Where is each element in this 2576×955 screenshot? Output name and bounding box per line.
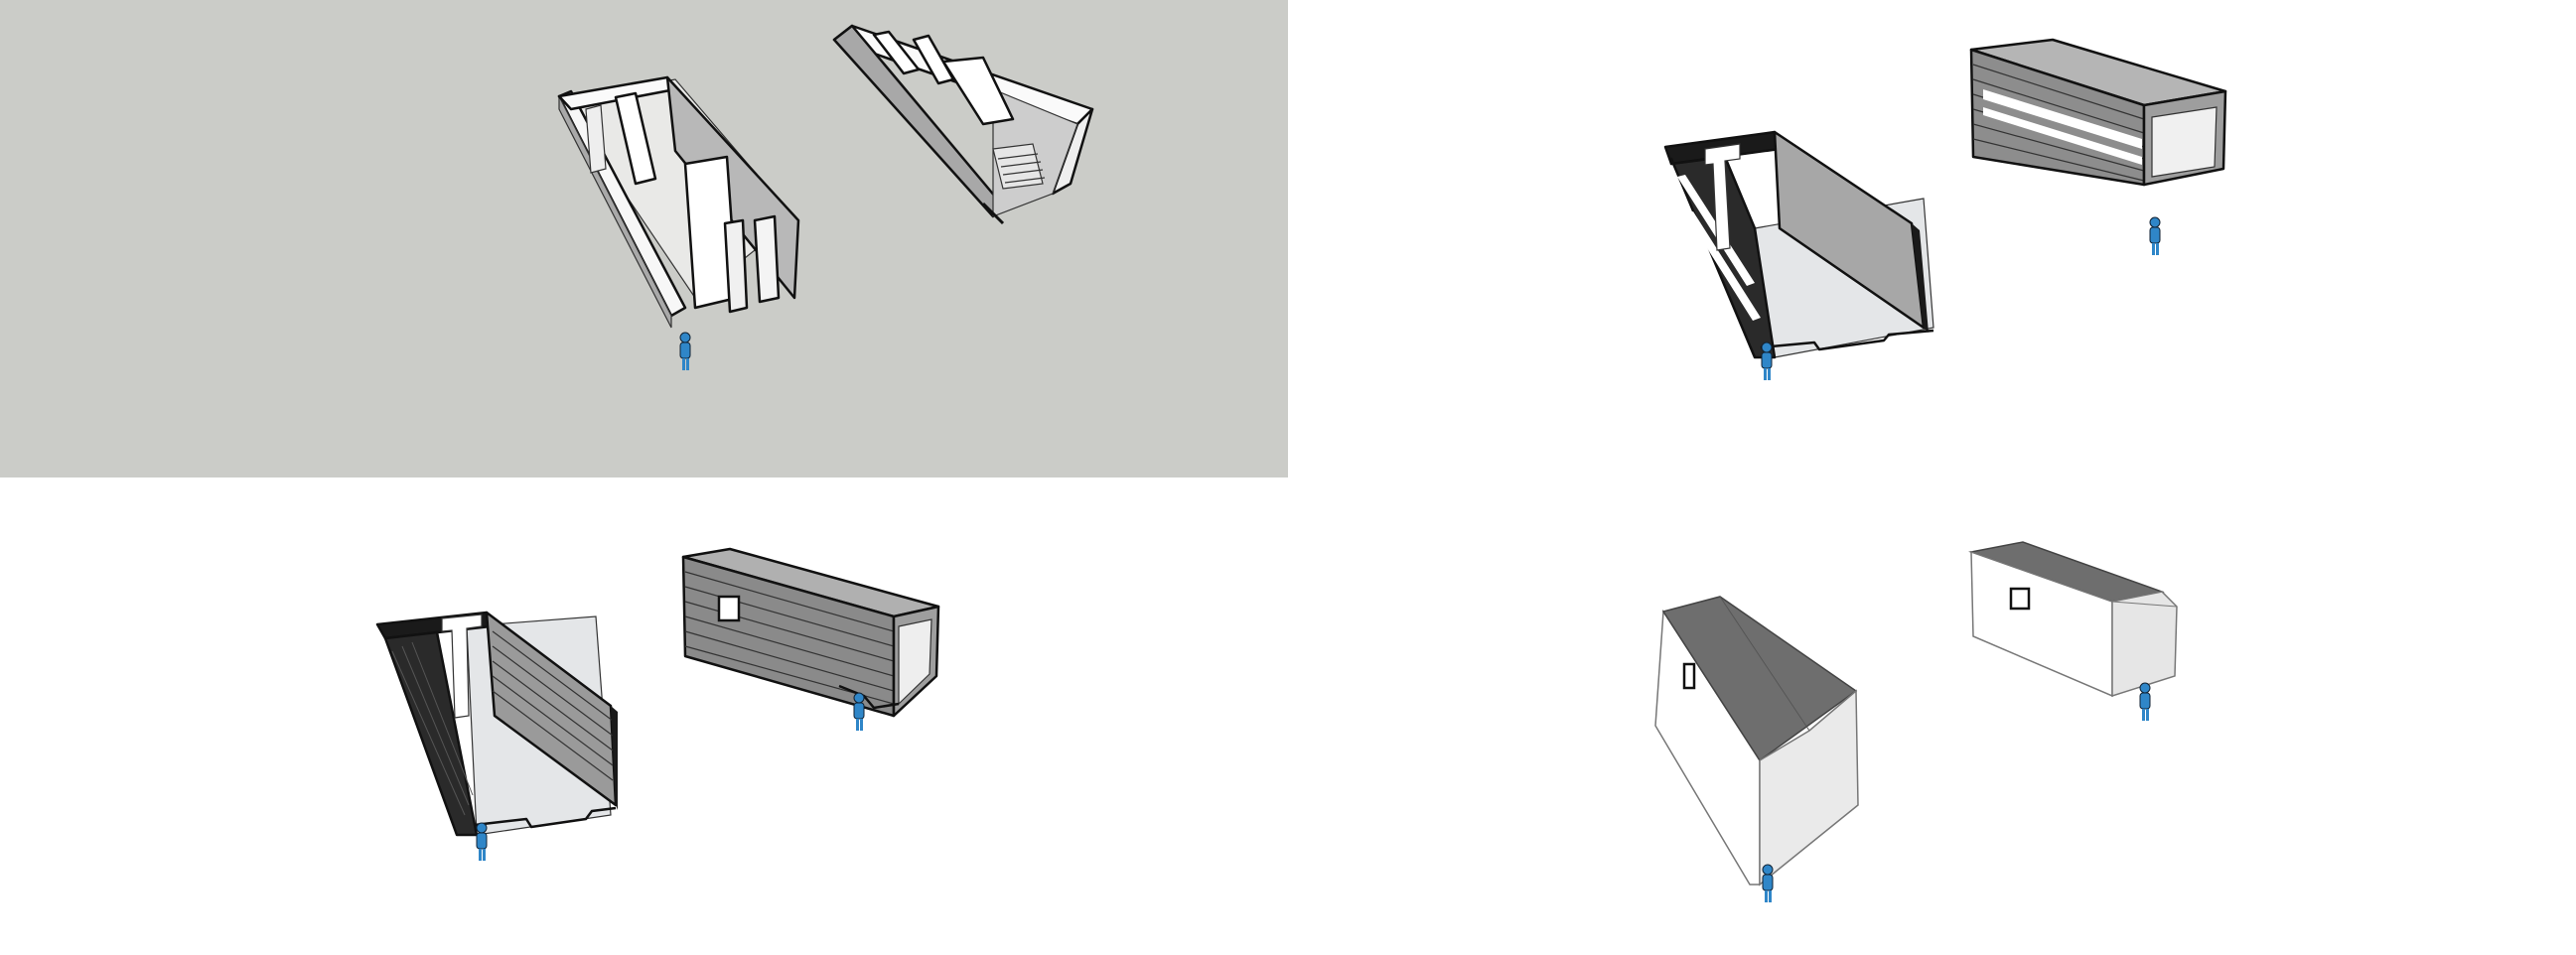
scale-figure-icon bbox=[853, 692, 865, 731]
scale-figure-icon bbox=[476, 822, 488, 861]
scale-figure-icon bbox=[2149, 216, 2161, 255]
scale-figure-icon bbox=[679, 332, 691, 370]
viewport-4-canvas[interactable] bbox=[1288, 478, 2576, 955]
viewport-2-canvas[interactable] bbox=[1288, 0, 2576, 478]
viewport-1-canvas[interactable] bbox=[0, 0, 1288, 478]
viewport-3[interactable] bbox=[0, 478, 1288, 955]
right-wall-siding bbox=[492, 630, 614, 781]
module-b-interior[interactable] bbox=[832, 24, 1094, 225]
window-icon bbox=[717, 595, 741, 622]
scale-figure-icon bbox=[1761, 341, 1773, 380]
module-a-interior[interactable] bbox=[557, 75, 800, 329]
dark-wall-siding bbox=[391, 641, 474, 816]
module-b-gable[interactable] bbox=[1968, 541, 2178, 698]
viewport-4[interactable] bbox=[1288, 478, 2576, 955]
module-a-gable[interactable] bbox=[1654, 596, 1859, 887]
viewport-3-canvas[interactable] bbox=[0, 478, 1288, 955]
window-icon bbox=[1682, 662, 1696, 690]
viewport-2[interactable] bbox=[1288, 0, 2576, 478]
module-b-siding-window[interactable] bbox=[681, 547, 940, 718]
viewport-1[interactable] bbox=[0, 0, 1288, 478]
scale-figure-icon bbox=[1762, 864, 1774, 902]
module-a-siding-open[interactable] bbox=[375, 611, 618, 837]
window-icon bbox=[2009, 587, 2031, 611]
module-b-siding-stripes[interactable] bbox=[1969, 38, 2227, 187]
floor-grid bbox=[997, 153, 1046, 184]
scale-figure-icon bbox=[2139, 682, 2151, 721]
module-a-dark[interactable] bbox=[1663, 130, 1934, 359]
